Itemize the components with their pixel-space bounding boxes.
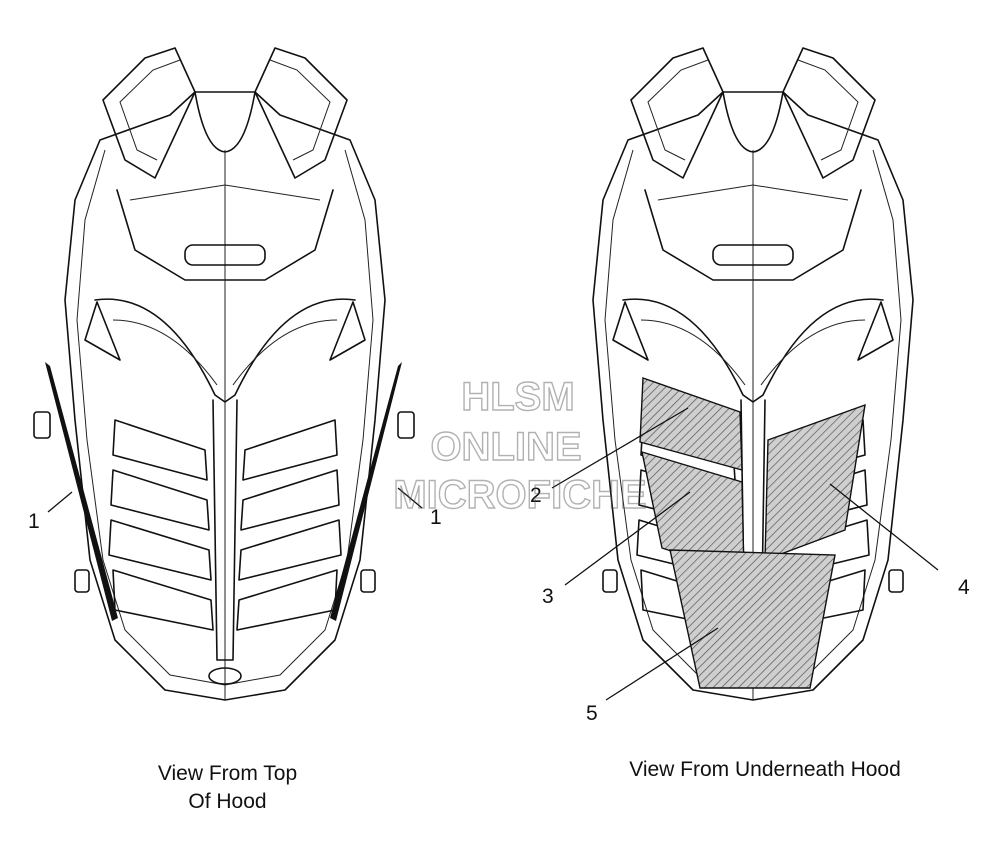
top-view-caption-line-1: View From Top [157, 762, 298, 785]
watermark-line-3: MICROFICHE [393, 473, 646, 517]
callout-3: 3 [542, 585, 554, 608]
heat-shield-2 [639, 377, 743, 471]
callout-5: 5 [586, 702, 598, 725]
watermark-line-2: ONLINE [430, 425, 581, 469]
hood-underneath-view [592, 47, 914, 701]
heat-shield-4 [764, 403, 866, 562]
hood-top-view [33, 47, 415, 701]
callout-1-right: 1 [430, 506, 442, 529]
underneath-view-caption: View From Underneath Hood [590, 756, 940, 784]
heat-shield-5 [669, 549, 836, 689]
top-view-caption: View From Top Of Hood [120, 760, 335, 816]
watermark: HLSM ONLINE MICROFICHE [393, 374, 648, 517]
underneath-view-caption-line: View From Underneath Hood [629, 758, 901, 781]
watermark-line-1: HLSM [461, 375, 574, 419]
right-hood-seal [330, 362, 402, 621]
callout-4: 4 [958, 576, 970, 599]
callout-1-left: 1 [28, 510, 40, 533]
callout-2: 2 [530, 484, 542, 507]
leader-lines [47, 407, 939, 701]
left-hood-seal [45, 362, 118, 621]
top-view-caption-line-2: Of Hood [188, 790, 267, 813]
